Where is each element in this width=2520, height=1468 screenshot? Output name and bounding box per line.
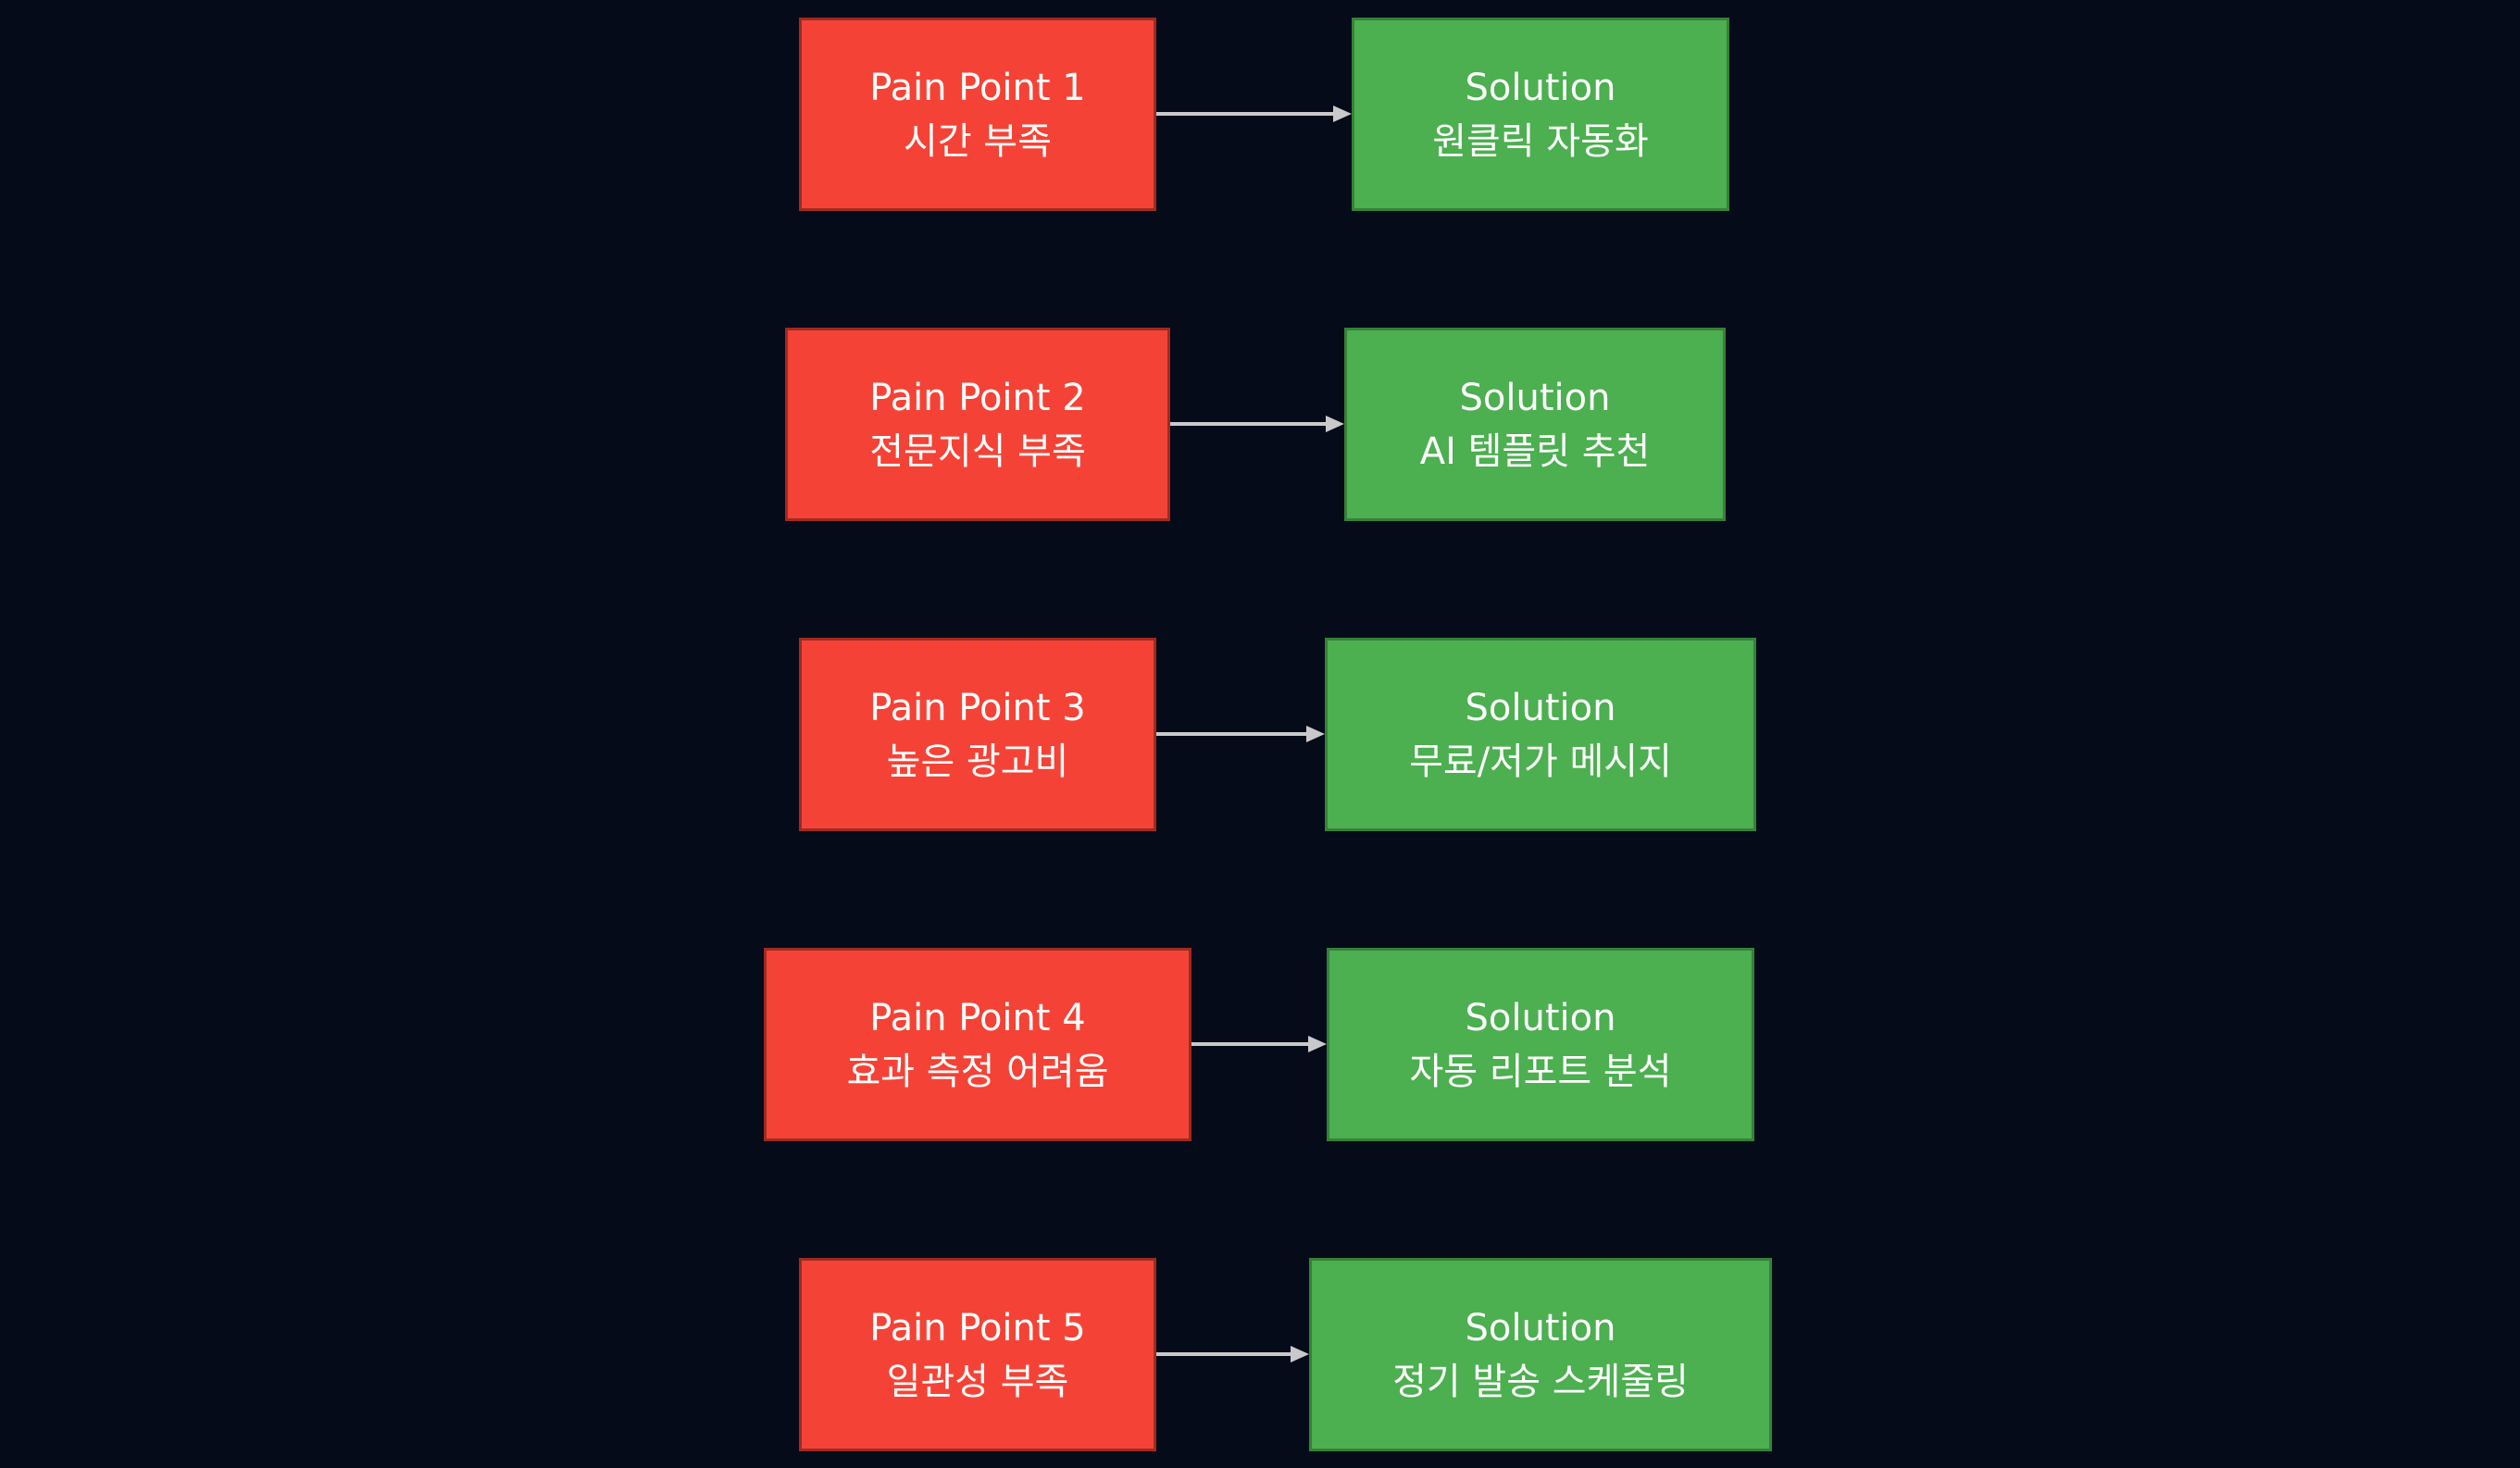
solution-node-5: Solution 정기 발송 스케줄링 bbox=[1309, 1258, 1772, 1451]
arrow-head bbox=[1306, 726, 1325, 742]
solution-title: Solution bbox=[1465, 996, 1616, 1039]
solution-subtitle: 자동 리포트 분석 bbox=[1409, 1050, 1672, 1093]
arrow-right-icon bbox=[1191, 1036, 1327, 1052]
pain-point-node-2: Pain Point 2 전문지식 부족 bbox=[785, 328, 1170, 521]
flow-row-3: Pain Point 3 높은 광고비 Solution 무료/저가 메시지 bbox=[0, 638, 2520, 831]
flow-row-2: Pain Point 2 전문지식 부족 Solution AI 템플릿 추천 bbox=[0, 328, 2520, 521]
pain-point-node-3: Pain Point 3 높은 광고비 bbox=[799, 638, 1156, 831]
pain-point-title: Pain Point 4 bbox=[869, 996, 1086, 1039]
pain-point-title: Pain Point 2 bbox=[869, 376, 1086, 419]
arrow-head bbox=[1333, 106, 1352, 122]
arrow-shaft bbox=[1156, 732, 1308, 736]
pain-point-node-5: Pain Point 5 일관성 부족 bbox=[799, 1258, 1156, 1451]
flow-row-5: Pain Point 5 일관성 부족 Solution 정기 발송 스케줄링 bbox=[0, 1258, 2520, 1451]
arrow-shaft bbox=[1170, 422, 1328, 426]
pain-point-title: Pain Point 3 bbox=[869, 686, 1086, 729]
arrow-shaft bbox=[1191, 1042, 1310, 1046]
pain-point-subtitle: 시간 부족 bbox=[904, 119, 1052, 163]
arrow-head bbox=[1308, 1036, 1327, 1052]
arrow-shaft bbox=[1156, 112, 1335, 116]
pain-point-subtitle: 일관성 부족 bbox=[886, 1360, 1069, 1403]
arrow-right-icon bbox=[1170, 416, 1344, 432]
pain-point-subtitle: 전문지식 부족 bbox=[869, 429, 1086, 473]
arrow-head bbox=[1291, 1346, 1309, 1362]
solution-title: Solution bbox=[1465, 686, 1616, 729]
flow-row-1: Pain Point 1 시간 부족 Solution 원클릭 자동화 bbox=[0, 18, 2520, 211]
arrow-shaft bbox=[1156, 1352, 1292, 1356]
arrow-head bbox=[1326, 416, 1344, 432]
pain-point-node-4: Pain Point 4 효과 측정 어려움 bbox=[764, 948, 1191, 1141]
arrow-right-icon bbox=[1156, 1346, 1309, 1362]
solution-node-1: Solution 원클릭 자동화 bbox=[1352, 18, 1729, 211]
solution-node-3: Solution 무료/저가 메시지 bbox=[1325, 638, 1756, 831]
arrow-right-icon bbox=[1156, 726, 1325, 742]
solution-subtitle: 정기 발송 스케줄링 bbox=[1392, 1360, 1689, 1403]
flow-row-4: Pain Point 4 효과 측정 어려움 Solution 자동 리포트 분… bbox=[0, 948, 2520, 1141]
solution-subtitle: 무료/저가 메시지 bbox=[1409, 740, 1672, 783]
pain-point-title: Pain Point 5 bbox=[869, 1306, 1086, 1350]
solution-title: Solution bbox=[1459, 376, 1611, 419]
solution-title: Solution bbox=[1465, 66, 1616, 109]
solution-subtitle: AI 템플릿 추천 bbox=[1419, 429, 1651, 473]
pain-point-node-1: Pain Point 1 시간 부족 bbox=[799, 18, 1156, 211]
pain-point-subtitle: 높은 광고비 bbox=[886, 740, 1069, 783]
solution-subtitle: 원클릭 자동화 bbox=[1432, 119, 1649, 163]
solution-node-2: Solution AI 템플릿 추천 bbox=[1344, 328, 1726, 521]
solution-title: Solution bbox=[1465, 1306, 1616, 1350]
arrow-right-icon bbox=[1156, 106, 1352, 122]
pain-point-subtitle: 효과 측정 어려움 bbox=[846, 1050, 1109, 1093]
pain-point-title: Pain Point 1 bbox=[869, 66, 1086, 109]
solution-node-4: Solution 자동 리포트 분석 bbox=[1327, 948, 1754, 1141]
